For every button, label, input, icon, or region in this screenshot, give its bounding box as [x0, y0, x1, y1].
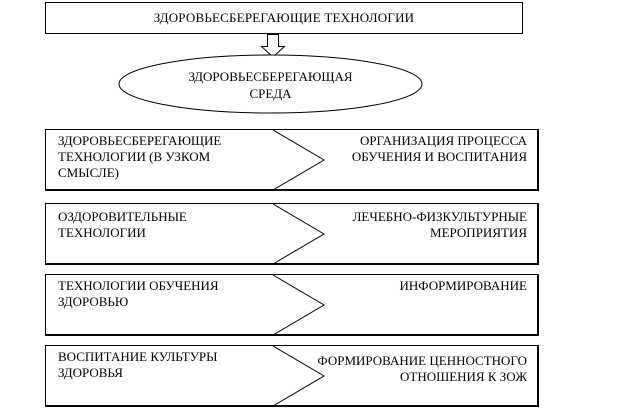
chevron-arrow-icon [272, 130, 325, 190]
row-right-label: ФОРМИРОВАНИЕ ЦЕННОСТНОГО ОТНОШЕНИЯ К ЗОЖ [317, 353, 527, 384]
row-left-label: ЗДОРОВЬЕСБЕРЕГАЮЩИЕ ТЕХНОЛОГИИ (В УЗКОМ … [58, 133, 222, 180]
chevron-arrow-icon [272, 204, 325, 264]
row-left-label: ВОСПИТАНИЕ КУЛЬТУРЫ ЗДОРОВЬЯ [58, 349, 218, 380]
row-right-label: ОРГАНИЗАЦИЯ ПРОЦЕССА ОБУЧЕНИЯ И ВОСПИТАН… [351, 133, 527, 164]
top-title: ЗДОРОВЬЕСБЕРЕГАЮЩИЕ ТЕХНОЛОГИИ [153, 10, 415, 25]
row-left-label: ОЗДОРОВИТЕЛЬНЫЕ ТЕХНОЛОГИИ [58, 209, 187, 240]
ellipse-shape [118, 54, 423, 114]
ellipse-label-line-1: ЗДОРОВЬЕСБЕРЕГАЮЩАЯ [188, 69, 353, 84]
row-right-label: ИНФОРМИРОВАНИЕ [399, 278, 527, 293]
row-left-label: ТЕХНОЛОГИИ ОБУЧЕНИЯ ЗДОРОВЬЮ [58, 278, 219, 309]
technology-row: ЗДОРОВЬЕСБЕРЕГАЮЩИЕ ТЕХНОЛОГИИ (В УЗКОМ … [45, 129, 539, 191]
chevron-arrow-icon [272, 275, 325, 335]
environment-ellipse: ЗДОРОВЬЕСБЕРЕГАЮЩАЯ СРЕДА [118, 54, 423, 114]
technology-row: ОЗДОРОВИТЕЛЬНЫЕ ТЕХНОЛОГИИ ЛЕЧЕБНО-ФИЗКУ… [45, 203, 539, 265]
chevron-arrow-icon [272, 346, 325, 406]
row-right-label: ЛЕЧЕБНО-ФИЗКУЛЬТУРНЫЕ МЕРОПРИЯТИЯ [352, 209, 527, 240]
top-title-box: ЗДОРОВЬЕСБЕРЕГАЮЩИЕ ТЕХНОЛОГИИ [45, 2, 523, 34]
down-arrow-icon [260, 34, 286, 58]
ellipse-label-line-2: СРЕДА [249, 86, 292, 101]
technology-row: ТЕХНОЛОГИИ ОБУЧЕНИЯ ЗДОРОВЬЮ ИНФОРМИРОВА… [45, 274, 539, 336]
technology-row: ВОСПИТАНИЕ КУЛЬТУРЫ ЗДОРОВЬЯ ФОРМИРОВАНИ… [45, 345, 539, 407]
ellipse-label: ЗДОРОВЬЕСБЕРЕГАЮЩАЯ СРЕДА [118, 68, 423, 102]
